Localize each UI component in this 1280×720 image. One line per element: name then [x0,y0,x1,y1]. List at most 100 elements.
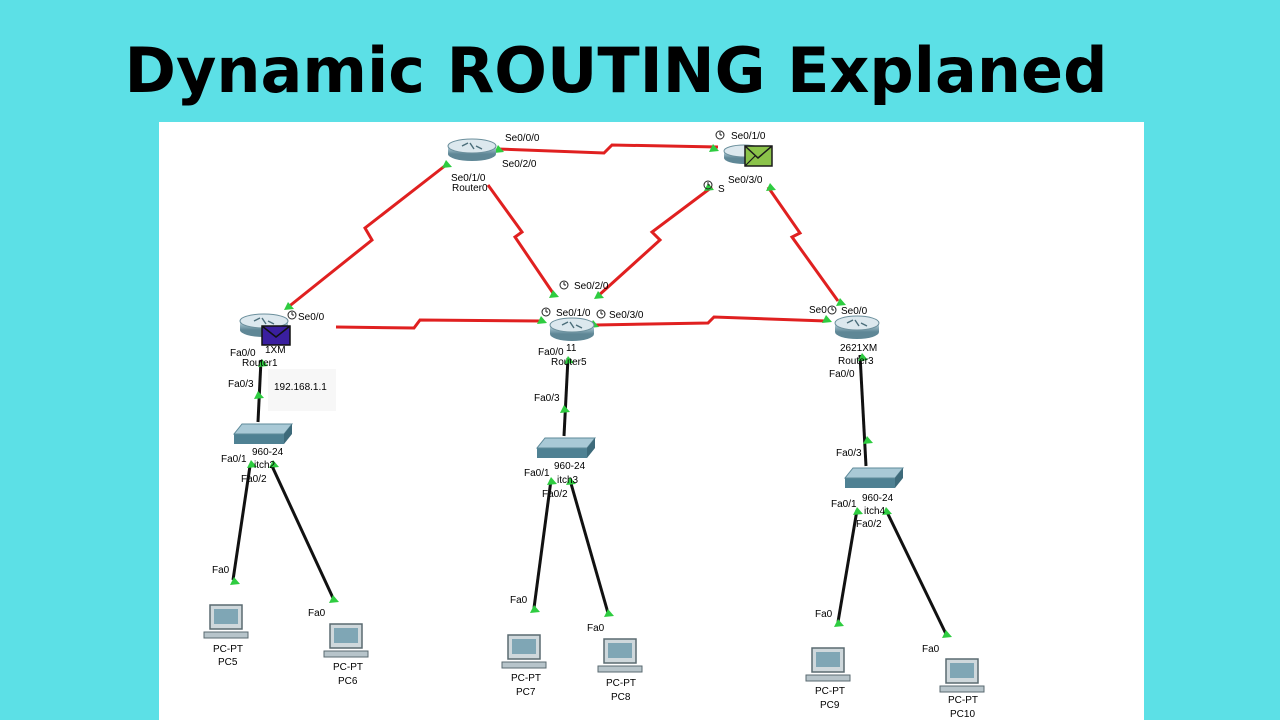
ip-tag: 192.168.1.1 [274,382,327,393]
pc-name: PC10 [950,709,975,720]
clock-icon [287,310,297,320]
switch3[interactable] [843,467,905,488]
port-label: Fa0 [815,609,833,620]
port-label: Se0/1/0 [451,173,486,184]
envelope-icon[interactable] [744,145,773,167]
port-label: Fa0/2 [542,489,568,500]
port-label: Fa0 [308,608,326,619]
link-r0-r5[interactable] [486,184,557,297]
switch-model: 960-24 [252,447,284,458]
pc5[interactable] [203,604,249,639]
port-label: Se0 [809,305,827,316]
port-label: Fa0/0 [538,347,564,358]
link-sw1-pc5[interactable] [231,465,252,581]
clock-icon [703,180,713,190]
port-label: Se0/2/0 [502,159,537,170]
link-r3-sw3[interactable] [858,354,868,467]
pc-type: PC-PT [511,673,541,684]
port-label: Se0/0/0 [505,133,540,144]
link-sw2-pc7[interactable] [532,479,553,609]
port-label: Fa0/0 [829,369,855,380]
port-label: Se0/3/0 [728,175,763,186]
link-sw3-pc9[interactable] [836,509,859,623]
port-label: Se0/1/0 [731,131,766,142]
envelope-icon[interactable] [261,325,291,346]
pc-name: PC8 [611,692,631,703]
switch1[interactable] [232,423,294,444]
port-label: Fa0 [587,623,605,634]
topology-canvas[interactable] [159,122,1144,720]
clock-icon [596,309,606,319]
pc-name: PC6 [338,676,358,687]
ip-tag-box [268,369,336,411]
port-status-indicators [230,144,952,638]
pc9[interactable] [805,647,851,682]
pc-type: PC-PT [213,644,243,655]
pc8[interactable] [597,638,643,673]
link-r5-sw2[interactable] [562,357,570,437]
router5[interactable] [549,317,595,341]
router-model: 1XM [265,345,286,356]
pc-type: PC-PT [815,686,845,697]
port-label: Fa0/2 [241,474,267,485]
clock-icons [287,130,837,320]
router-model: 11 [566,343,577,354]
port-label: Fa0/3 [228,379,254,390]
port-label: Fa0/1 [524,468,550,479]
page-title: Dynamic ROUTING Explaned [124,34,1108,107]
pc-name: PC7 [516,687,536,698]
port-label: Fa0/1 [831,499,857,510]
port-label: Se0/2/0 [574,281,609,292]
clock-icon [559,280,569,290]
pc6[interactable] [323,623,369,658]
port-label: Se0/0 [298,312,325,323]
port-label: Fa0 [922,644,940,655]
port-label: Se0/0 [841,306,868,317]
router3[interactable] [834,315,880,339]
port-label: Fa0 [212,565,230,576]
link-r4-r5[interactable] [596,185,713,298]
switch2[interactable] [535,437,597,458]
switch-name: itch2 [254,460,276,471]
link-r0-r4[interactable] [497,143,719,155]
router-model: 2621XM [840,343,877,354]
link-sw3-pc10[interactable] [884,509,948,635]
switch-model: 960-24 [554,461,586,472]
pc7[interactable] [501,634,547,669]
router-name: Router3 [838,356,874,367]
pc-type: PC-PT [606,678,636,689]
port-label: Fa0/2 [856,519,882,530]
router-top-left[interactable] [447,138,497,161]
link-sw2-pc8[interactable] [568,479,610,614]
pc-name: PC5 [218,657,238,668]
link-r4-r3[interactable] [766,186,840,302]
switch-name: itch3 [557,475,579,486]
link-r5-r3[interactable] [595,315,827,327]
port-label: Fa0 [510,595,528,606]
router-name: Router0 [452,183,488,194]
pc10[interactable] [939,658,985,693]
port-label: Fa0/0 [230,348,256,359]
pc-name: PC9 [820,700,840,711]
port-label: Se0/1/0 [556,308,591,319]
port-label: Fa0/1 [221,454,247,465]
port-label: Fa0/3 [534,393,560,404]
clock-icon [541,307,551,317]
ethernet-links [231,354,948,635]
link-sw1-pc6[interactable] [270,465,335,599]
port-label: Fa0/3 [836,448,862,459]
link-r0-r1[interactable] [286,163,447,310]
router-name: S [718,184,725,195]
switch-model: 960-24 [862,493,894,504]
link-r1-r5[interactable] [335,318,541,330]
link-r1-sw1[interactable] [256,359,263,423]
serial-links [286,143,840,330]
switch-name: itch4 [864,506,886,517]
pc-type: PC-PT [948,695,978,706]
clock-icon [827,305,837,315]
clock-icon [715,130,725,140]
router-name: Router1 [242,358,278,369]
pc-type: PC-PT [333,662,363,673]
port-label: Se0/3/0 [609,310,644,321]
